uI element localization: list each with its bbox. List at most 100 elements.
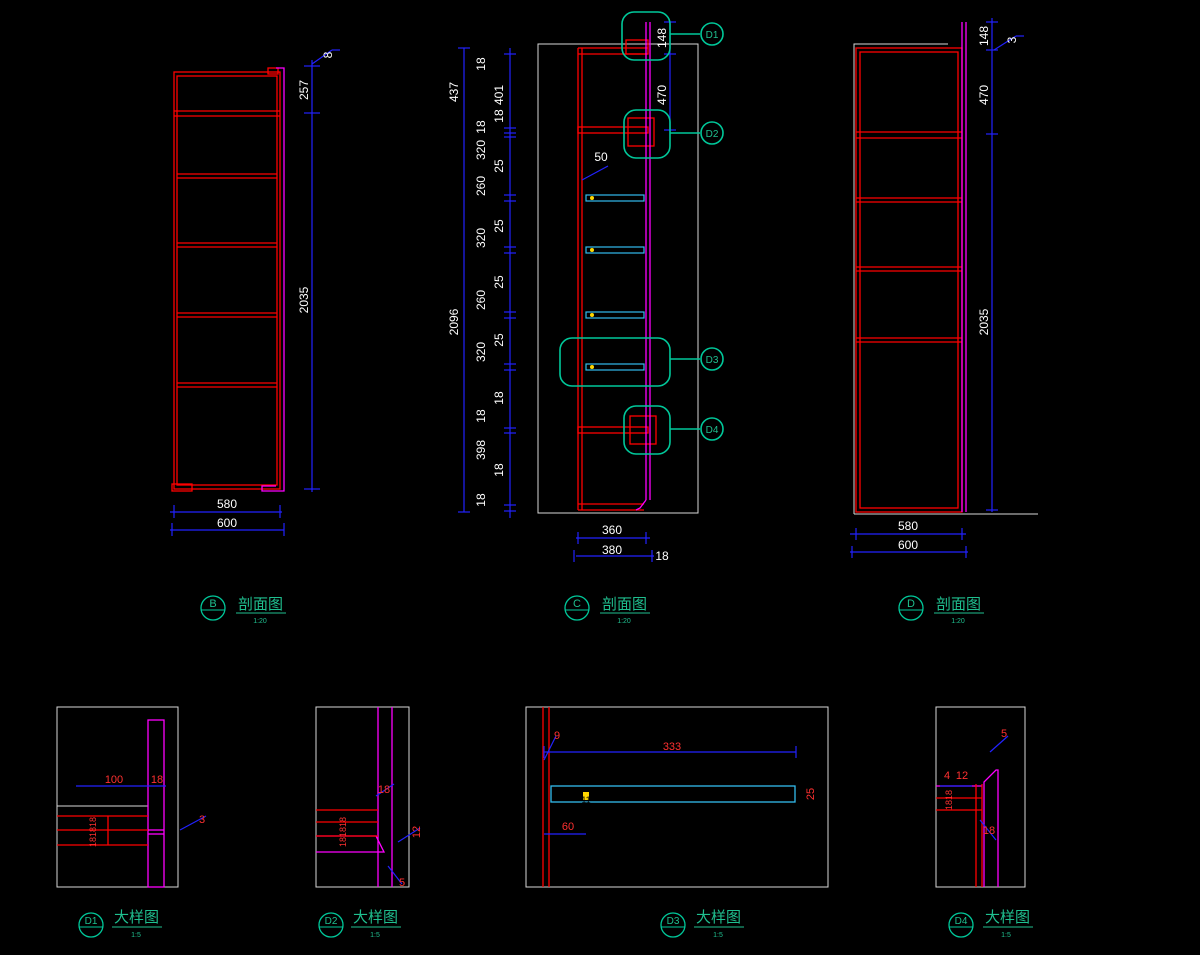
dim-c-bottom-side: 18 (655, 549, 669, 563)
detail-d2-scale: 1:5 (370, 932, 380, 939)
dim-d2-stack: 181818 (338, 817, 348, 847)
dim-c-row-3: 18 (492, 109, 506, 123)
cabinet-d-frame (855, 47, 963, 513)
detail-marker-d4-text: D4 (955, 916, 968, 927)
dim-d-outer-width: 600 (898, 538, 918, 552)
detail-marker-d1 (78, 912, 104, 938)
section-c-title: 剖面图 (602, 596, 647, 613)
dim-c-row-17: 18 (492, 463, 506, 477)
dim-c-row-1: 18 (474, 57, 488, 71)
dimension-labels-d: 148 3 470 2035 580 600 (898, 26, 1019, 552)
dim-d1-stack: 181818 (88, 817, 98, 847)
title-d: D 剖面图 1:20 (898, 595, 984, 625)
dim-c-row-14: 18 (492, 391, 506, 405)
detail-d3-scale: 1:5 (713, 932, 723, 939)
back-panel-c (635, 22, 651, 511)
detail-d1-back (147, 719, 165, 888)
dim-d-top: 148 (977, 26, 991, 46)
section-b-title: 剖面图 (238, 596, 283, 613)
dim-d4-a: 4 (944, 770, 950, 782)
title-d3: D3 大样图 1:5 (660, 909, 744, 939)
dim-c-row-9: 320 (474, 228, 488, 248)
dim-c-row-10: 25 (492, 275, 506, 289)
dim-c-row-8: 25 (492, 219, 506, 233)
dim-c-row-6: 25 (492, 159, 506, 173)
dimensions-c (458, 21, 676, 562)
dim-b-top-gap: 8 (321, 51, 335, 58)
dim-d1-width: 100 (105, 774, 123, 786)
detail-marker-d4 (948, 912, 974, 938)
dim-d3-thickness: 25 (805, 788, 817, 800)
cabinet-b-frame (171, 67, 281, 492)
detail-marker-d1-text: D1 (85, 916, 98, 927)
detail-marker-d3 (660, 912, 686, 938)
detail-callouts-c (559, 11, 724, 455)
dim-c-row-18: 18 (474, 493, 488, 507)
section-c-scale: 1:20 (617, 618, 631, 625)
detail-d3-glass-shelf (550, 785, 796, 803)
dim-c-top-block: 437 (447, 82, 461, 102)
title-d1: D1 大样图 1:5 (78, 909, 162, 939)
section-marker-b-text: B (209, 598, 216, 610)
dim-c-total: 2096 (447, 308, 461, 335)
dim-c-row-5: 320 (474, 140, 488, 160)
dim-b-inner-width: 580 (217, 497, 237, 511)
dim-c-row-12: 25 (492, 333, 506, 347)
dim-d4-top: 5 (1001, 728, 1007, 740)
dim-c-row-11: 260 (474, 290, 488, 310)
dim-b-height: 2035 (297, 286, 311, 313)
dim-c-row-2: 401 (492, 85, 506, 105)
detail-d3-shelf-pin (583, 792, 589, 800)
dim-c-bottom-outer: 380 (602, 543, 622, 557)
dim-b-upper: 257 (297, 80, 311, 100)
dim-d4-c: 18 (983, 825, 995, 837)
dim-d1-gap: 3 (199, 814, 205, 826)
callout-labels-c: D1 D2 D3 D4 (706, 30, 719, 436)
dim-c-row-16: 398 (474, 440, 488, 460)
dim-c-row-15: 18 (474, 409, 488, 423)
section-b: 8 257 2035 580 600 B 剖面图 1:20 (170, 49, 340, 625)
shelf-pins-c (590, 196, 594, 369)
dim-d-height: 2035 (977, 308, 991, 335)
section-marker-d-text: D (907, 598, 915, 610)
dim-c-right-upper: 470 (655, 85, 669, 105)
dim-d4-b: 12 (956, 770, 968, 782)
dim-d-upper: 470 (977, 85, 991, 105)
cabinet-c-frame (577, 39, 657, 511)
detail-d1-panels (57, 815, 148, 846)
detail-d3-title: 大样图 (696, 909, 741, 926)
dimension-labels-b: 8 257 2035 580 600 (217, 51, 335, 530)
dim-d-inner-width: 580 (898, 519, 918, 533)
dim-d3-inset: 60 (562, 821, 574, 833)
back-panel-d (961, 22, 967, 512)
dim-d2-top: 18 (378, 784, 390, 796)
dim-d2-side: 12 (411, 826, 423, 838)
section-marker-c (564, 595, 590, 621)
dimension-labels-c: 2096 437 18 401 18 18 320 25 260 25 320 … (447, 28, 669, 563)
dim-d4-stack: 1818 (944, 790, 954, 810)
callout-marker-d2 (700, 121, 724, 145)
detail-d4-frame (935, 706, 1026, 888)
detail-d1-frame (56, 706, 179, 888)
detail-marker-d3-text: D3 (667, 916, 680, 927)
dimensions-b (170, 49, 340, 536)
dim-c-shelf-offset: 50 (594, 150, 608, 164)
section-c: 2096 437 18 401 18 18 320 25 260 25 320 … (447, 11, 724, 625)
callout-box-d2 (623, 109, 671, 159)
section-d: 148 3 470 2035 580 600 D 剖面图 1:20 (850, 18, 1038, 625)
callout-box-d4 (623, 405, 671, 455)
dim-c-row-4: 18 (474, 120, 488, 134)
title-d2: D2 大样图 1:5 (318, 909, 401, 939)
detail-d4-panels (936, 784, 983, 887)
callout-label-d1: D1 (706, 30, 719, 41)
section-marker-b (200, 595, 226, 621)
callout-label-d4: D4 (706, 425, 719, 436)
dimensions-d (850, 18, 1024, 558)
callout-box-d1 (621, 11, 671, 61)
callout-box-d3 (559, 337, 671, 387)
dim-d2-bottom: 5 (399, 877, 405, 889)
callout-label-d3: D3 (706, 355, 719, 366)
title-d4: D4 大样图 1:5 (948, 909, 1033, 939)
back-panel-b (261, 67, 285, 492)
